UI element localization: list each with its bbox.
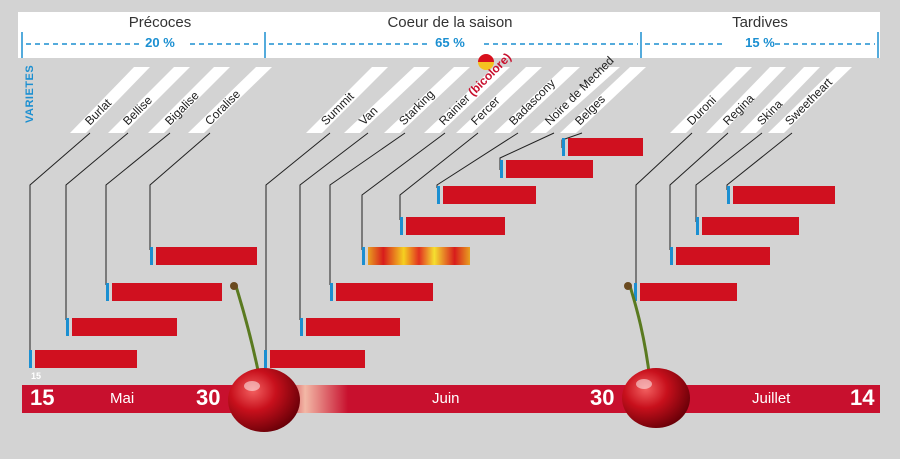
timeline-bar xyxy=(22,385,880,413)
bar-badascony xyxy=(437,186,440,204)
bar-noire-de-meched xyxy=(500,160,503,178)
group-pct-precoces: 20 % xyxy=(145,35,175,50)
bar-belges xyxy=(562,138,565,156)
timeline-label-15-mai: 15 xyxy=(30,385,55,410)
timeline-label-30-mai: 30 xyxy=(196,385,221,410)
header-band xyxy=(18,12,880,58)
bar-burlat xyxy=(29,350,32,368)
bar-duroni xyxy=(634,283,637,301)
group-title-tardives: Tardives xyxy=(732,14,788,31)
group-pct-coeur: 65 % xyxy=(435,35,465,50)
variety-bars xyxy=(29,138,835,368)
timeline-label-30-juin: 30 xyxy=(590,385,615,410)
bar-van xyxy=(300,318,303,336)
timeline-label-juin: Juin xyxy=(432,390,460,407)
cherry-icon xyxy=(228,282,300,432)
group-title-coeur: Coeur de la saison xyxy=(387,14,513,31)
bar-starking xyxy=(330,283,333,301)
bar-coralise xyxy=(150,247,153,265)
group-dividers xyxy=(21,32,879,58)
bar-bellise xyxy=(66,318,69,336)
bar-skina xyxy=(696,217,699,235)
bar-fercer xyxy=(400,217,403,235)
group-pct-tardives: 15 % xyxy=(745,35,775,50)
timeline-start-tick: 15 xyxy=(31,371,42,381)
bar-sweetheart xyxy=(727,186,730,204)
label-tabs xyxy=(70,67,852,133)
bar-bigalise xyxy=(106,283,109,301)
timeline-label-juillet: Juillet xyxy=(752,390,791,407)
bicolor-dot-icon xyxy=(478,54,494,70)
timeline-label-mai: Mai xyxy=(110,390,135,407)
axis-label: VARIETES xyxy=(24,64,36,123)
bar-summit xyxy=(264,350,267,368)
group-title-precoces: Précoces xyxy=(128,14,192,31)
cherry-icon-2 xyxy=(622,282,690,428)
bar-rainier xyxy=(362,247,365,265)
timeline-label-14-juillet: 14 xyxy=(850,385,875,410)
bar-regina xyxy=(670,247,673,265)
